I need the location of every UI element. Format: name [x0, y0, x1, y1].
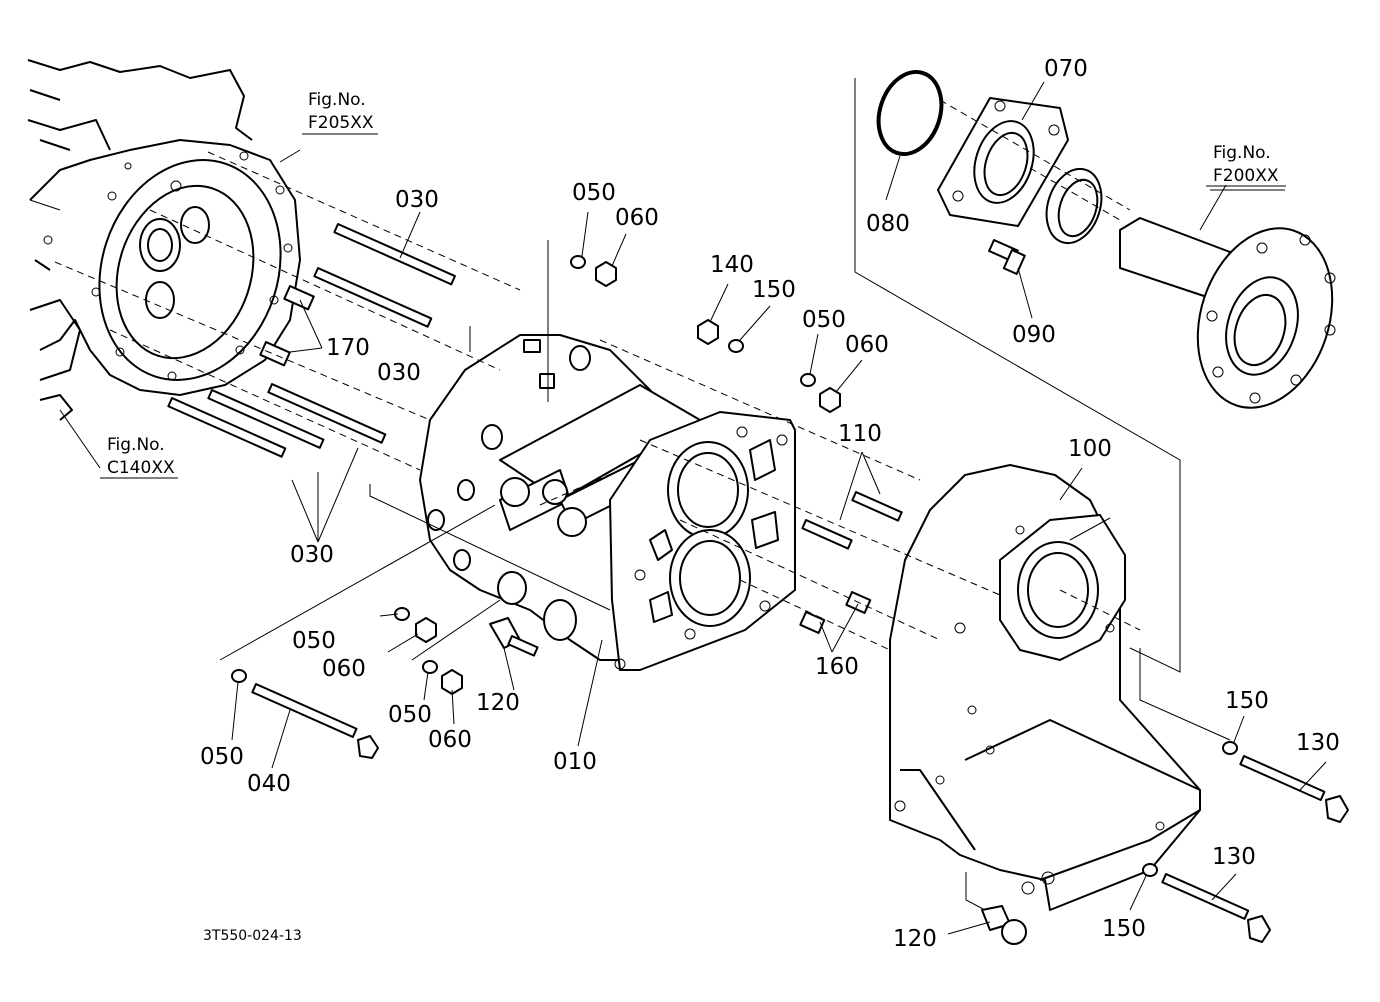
svg-text:Fig.No.: Fig.No. [308, 90, 366, 110]
oring-080 [876, 69, 944, 157]
oil-seal [1045, 167, 1103, 245]
part-callouts: 030 030 030 170 050 060 140 150 050 060 … [200, 56, 1340, 952]
stud-bolts-030 [167, 223, 456, 458]
svg-text:C140XX: C140XX [107, 458, 175, 478]
svg-text:Fig.No.: Fig.No. [1213, 143, 1271, 163]
rear-axle-case-100 [889, 464, 1201, 911]
svg-text:Fig.No.: Fig.No. [107, 435, 165, 455]
figure-reference-f200: Fig.No. F200XX [1206, 143, 1286, 187]
dowel-pins-170 [259, 285, 315, 367]
callout-050-top: 050 [572, 180, 616, 206]
leader-lines [29, 78, 1285, 911]
short-studs-110 [801, 490, 903, 550]
callout-010: 010 [553, 749, 597, 775]
callout-030-upper: 030 [395, 187, 439, 213]
figure-reference-f205: Fig.No. F205XX [302, 90, 378, 135]
callout-060-low: 060 [428, 727, 472, 753]
callout-060-top: 060 [615, 205, 659, 231]
callout-050-mid-left: 050 [292, 628, 336, 654]
callout-150-right: 150 [1225, 688, 1269, 714]
svg-text:F200XX: F200XX [1213, 166, 1279, 186]
callout-050-bottom: 050 [200, 744, 244, 770]
callout-150-bottom: 150 [1102, 916, 1146, 942]
figure-reference-c140: Fig.No. C140XX [100, 435, 178, 479]
callout-060-right: 060 [845, 332, 889, 358]
callout-050-right: 050 [802, 307, 846, 333]
callout-120-bottom: 120 [893, 926, 937, 952]
callout-110: 110 [838, 421, 882, 447]
callout-130-upper: 130 [1296, 730, 1340, 756]
callout-150-top: 150 [752, 277, 796, 303]
callout-170: 170 [326, 335, 370, 361]
plugs-120 [489, 617, 1027, 945]
adjacent-housing-left [27, 59, 301, 421]
drawing-code: 3T550-024-13 [203, 928, 302, 944]
callout-130-lower: 130 [1212, 844, 1256, 870]
callout-060-mid-left: 060 [322, 656, 366, 682]
washers-and-nuts [231, 255, 1238, 877]
callout-070: 070 [1044, 56, 1088, 82]
transmission-case-010 [419, 334, 796, 671]
alignment-lines [54, 99, 1141, 651]
callout-120-left: 120 [476, 690, 520, 716]
long-bolts [251, 682, 1349, 943]
axle-shaft-flange [1119, 217, 1336, 409]
callout-050-low: 050 [388, 702, 432, 728]
callout-030-lower: 030 [290, 542, 334, 568]
callout-100: 100 [1068, 436, 1112, 462]
callout-080: 080 [866, 211, 910, 237]
callout-030-middle: 030 [377, 360, 421, 386]
callout-040: 040 [247, 771, 291, 797]
bearing-retainer-070 [937, 97, 1069, 227]
pins-160 [799, 590, 872, 634]
callout-140: 140 [710, 252, 754, 278]
callout-090: 090 [1012, 322, 1056, 348]
callout-leaders [231, 81, 1327, 935]
callout-160: 160 [815, 654, 859, 680]
svg-text:F205XX: F205XX [308, 113, 374, 133]
bolt-090 [988, 239, 1026, 275]
